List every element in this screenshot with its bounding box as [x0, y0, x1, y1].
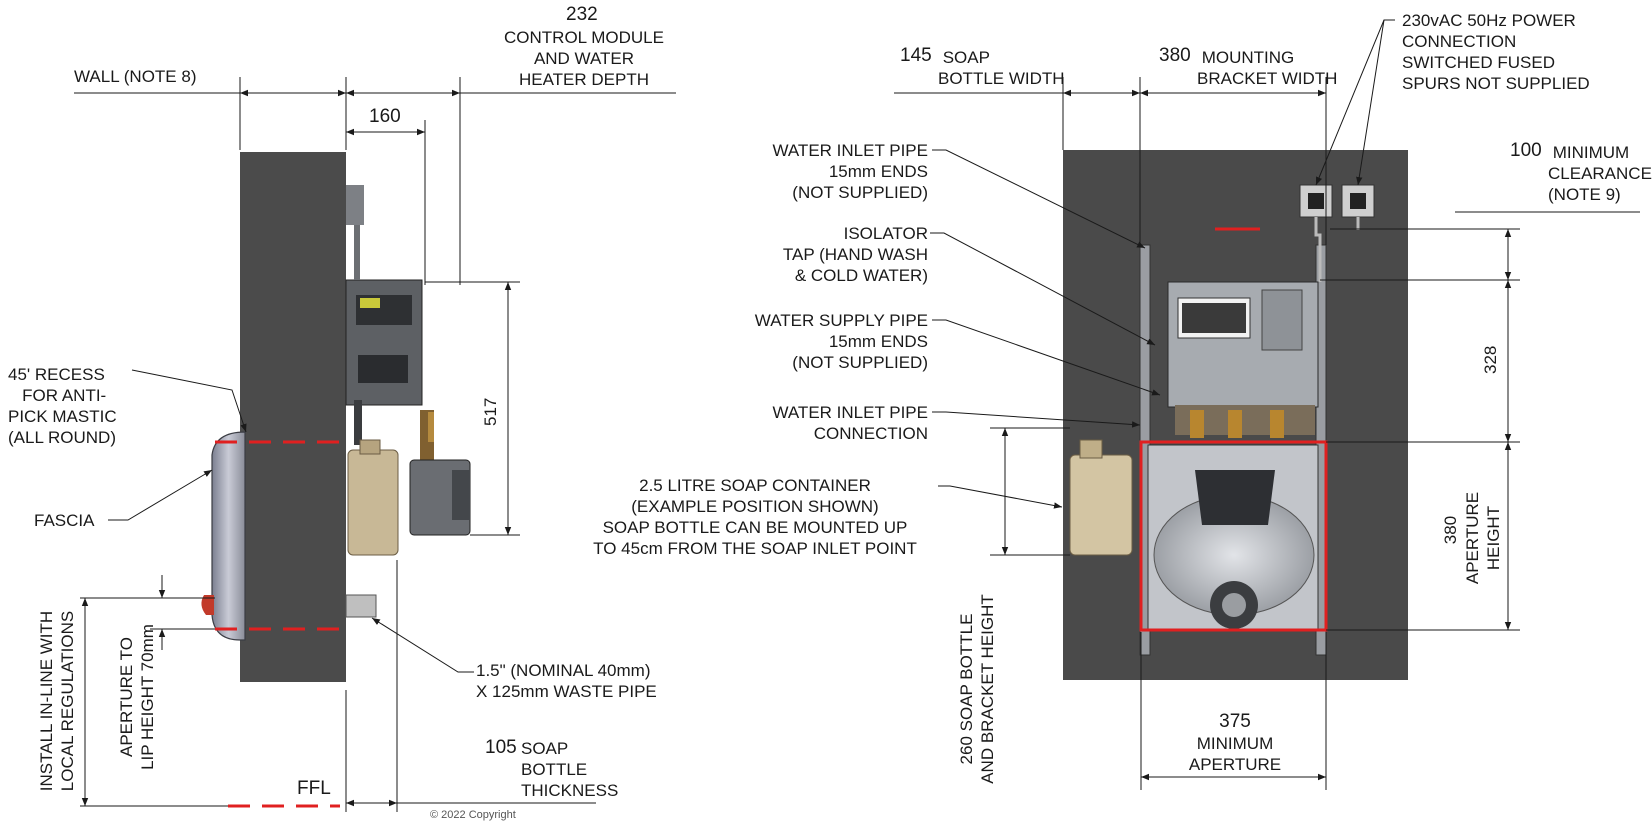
wall-note-label: WALL (NOTE 8) [74, 67, 197, 86]
water-inlet-pipe-label: WATER INLET PIPE 15mm ENDS (NOT SUPPLIED… [772, 141, 928, 202]
dim-375-label: 375 [1219, 711, 1251, 732]
dim-105-label: 105 [485, 737, 517, 758]
water-inlet-conn-label: WATER INLET PIPE CONNECTION [772, 403, 928, 443]
control-module-depth-label: CONTROL MODULE AND WATER HEATER DEPTH [504, 28, 664, 89]
waste-pipe-label: 1.5" (NOMINAL 40mm) X 125mm WASTE PIPE [476, 661, 657, 701]
soap-width-label: SOAP BOTTLE WIDTH [938, 48, 1065, 88]
dim-100-label: 100 [1510, 140, 1542, 161]
aperture-outline [1139, 440, 1328, 632]
right-front-view [894, 19, 1640, 790]
water-supply-pipe-label: WATER SUPPLY PIPE 15mm ENDS (NOT SUPPLIE… [754, 311, 928, 372]
dim-517-label: 517 [481, 397, 500, 426]
min-aperture-label: MINIMUM APERTURE [1188, 734, 1282, 774]
left-soap-bottle [347, 449, 399, 556]
aperture-height-label: APERTURE HEIGHT [1463, 491, 1503, 585]
left-side-view [74, 77, 676, 812]
recess-note-label: 45' RECESS FOR ANTI- PICK MASTIC (ALL RO… [8, 365, 117, 447]
left-wall [240, 152, 346, 682]
dim-380-aperture-label: 380 [1441, 515, 1460, 545]
aperture-lip-label: APERTURE TO LIP HEIGHT 70mm [117, 624, 157, 770]
left-waste-pipe [345, 594, 377, 618]
right-soap-container [1069, 454, 1133, 556]
install-inline-label: INSTALL IN-LINE WITH LOCAL REGULATIONS [37, 610, 77, 792]
ffl-label: FFL [297, 778, 331, 799]
min-clearance-label: MINIMUM CLEARANCE (NOTE 9) [1548, 143, 1652, 204]
copyright-label: © 2022 Copyright [430, 809, 516, 821]
bracket-width-label: MOUNTING BRACKET WIDTH [1197, 48, 1338, 88]
dim-328-label: 328 [1481, 345, 1500, 374]
soap-bracket-height-label: 260 SOAP BOTTLE AND BRACKET HEIGHT [957, 594, 997, 784]
left-fascia [211, 431, 246, 641]
power-note-label: 230vAC 50Hz POWER CONNECTION SWITCHED FU… [1402, 11, 1590, 93]
dim-145-label: 145 [900, 45, 932, 66]
dim-160-label: 160 [369, 106, 401, 127]
dim-380-bracket-label: 380 [1159, 45, 1191, 66]
soap-thickness-label: SOAP BOTTLE THICKNESS [521, 739, 619, 800]
soap-container-label: 2.5 LITRE SOAP CONTAINER (EXAMPLE POSITI… [593, 476, 917, 558]
fascia-label: FASCIA [34, 511, 95, 530]
dim-232-label: 232 [566, 4, 598, 25]
isolator-tap-label: ISOLATOR TAP (HAND WASH & COLD WATER) [782, 224, 928, 285]
